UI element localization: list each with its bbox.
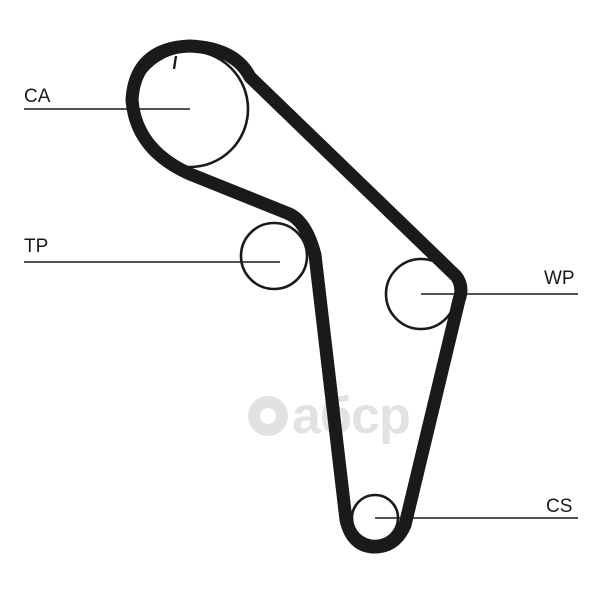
tensioner-pulley: [239, 221, 309, 291]
watermark-text: aбcp: [292, 387, 410, 445]
ca-label: CA: [24, 86, 51, 107]
watermark-badge-inner-icon: [260, 408, 276, 424]
belt-timing-mark: [172, 55, 178, 70]
watermark-logo: aбcp: [248, 387, 411, 445]
wp-label: WP: [544, 268, 575, 289]
tp-label: TP: [24, 236, 48, 257]
cs-label: CS: [546, 496, 572, 517]
timing-belt: [125, 39, 468, 554]
